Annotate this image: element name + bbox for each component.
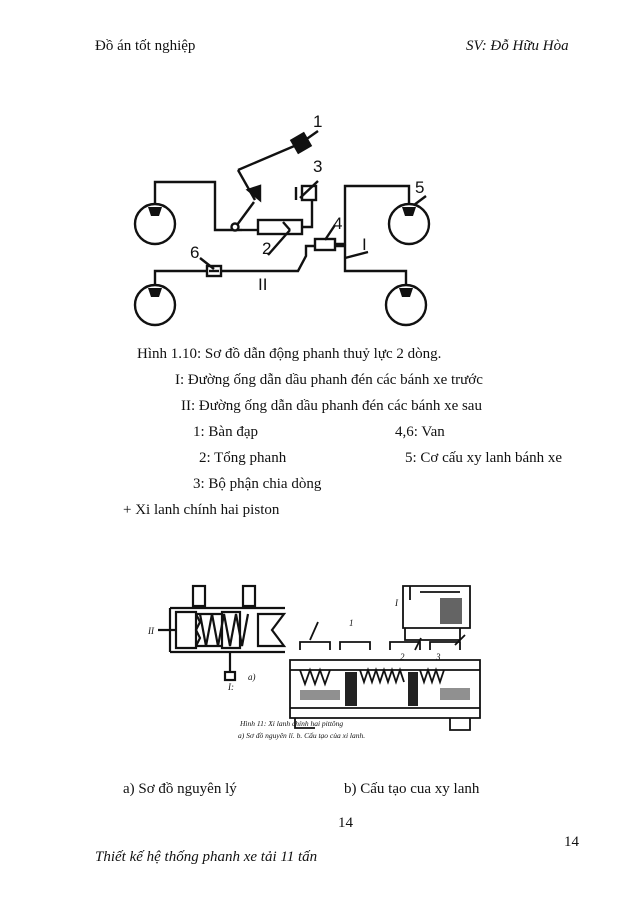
figure1-caption: Hình 1.10: Sơ đồ dẫn động phanh thuỷ lực… bbox=[137, 346, 442, 362]
note-rear: II: Đường ống dẫn dầu phanh đén các bánh… bbox=[181, 398, 482, 414]
subcaption-a: a) Sơ đồ nguyên lý bbox=[123, 781, 237, 797]
label-3: 3 bbox=[313, 157, 322, 176]
legend-5: 5: Cơ cấu xy lanh bánh xe bbox=[405, 450, 563, 466]
section-label-3: 3 bbox=[435, 652, 441, 662]
label-1: 1 bbox=[313, 112, 322, 131]
label-6: 6 bbox=[190, 243, 199, 262]
note-front: I: Đường ống dẫn dầu phanh đén các bánh … bbox=[175, 372, 483, 388]
section-label-1: 1 bbox=[349, 618, 354, 628]
label-4: 4 bbox=[333, 214, 342, 233]
label-I: I bbox=[362, 235, 367, 254]
page-number-right: 14 bbox=[564, 834, 579, 850]
legend-2: 2: Tổng phanh bbox=[199, 450, 287, 466]
section-label-I: I bbox=[394, 598, 399, 608]
header-left: Đồ án tốt nghiệp bbox=[95, 38, 196, 54]
section-heading: + Xi lanh chính hai piston bbox=[123, 502, 280, 518]
header-right: SV: Đỗ Hữu Hòa bbox=[466, 38, 569, 54]
subcaption-b: b) Cấu tạo cua xy lanh bbox=[344, 781, 480, 797]
schematic-label-II: II bbox=[147, 626, 155, 636]
label-2: 2 bbox=[262, 239, 271, 258]
schematic-label-I: I: bbox=[227, 682, 234, 692]
label-II: II bbox=[258, 275, 267, 294]
page-number-center: 14 bbox=[338, 815, 353, 831]
footer-title: Thiết kế hệ thống phanh xe tải 11 tấn bbox=[95, 849, 318, 865]
scan-caption-1: Hình 11: Xi lanh chính hai pittông bbox=[239, 719, 343, 728]
schematic-label-a: a) bbox=[248, 672, 256, 682]
section-label-2: 2 bbox=[400, 652, 405, 662]
scan-caption-2: a) Sơ đồ nguyên lí. b. Cấu tạo của xi la… bbox=[238, 731, 365, 740]
brake-diagram: 1 3 2 4 5 6 I II bbox=[133, 112, 431, 327]
legend-1: 1: Bàn đạp bbox=[193, 424, 258, 440]
legend-3: 3: Bộ phận chia dòng bbox=[193, 476, 322, 492]
label-5: 5 bbox=[415, 178, 424, 197]
legend-4-6: 4,6: Van bbox=[395, 424, 445, 440]
